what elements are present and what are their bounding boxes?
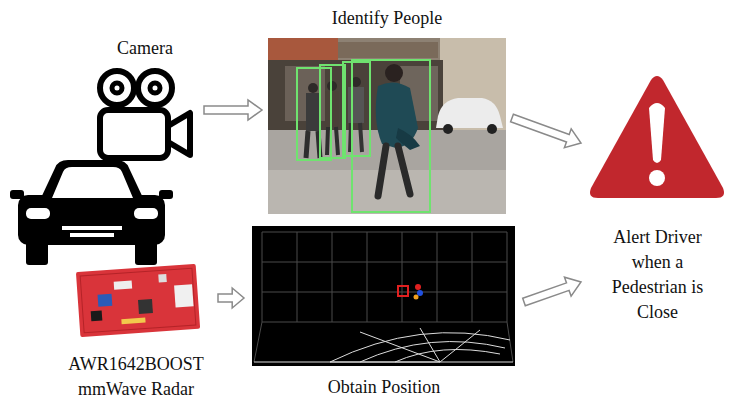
radar-plot xyxy=(252,226,515,366)
node-label: AWR1642BOOST mmWave Radar xyxy=(61,352,211,402)
flow-arrow xyxy=(218,288,244,308)
car-icon xyxy=(10,160,173,265)
street-photo xyxy=(268,38,506,214)
node-label: Obtain Position xyxy=(328,375,441,400)
radar-board xyxy=(76,264,200,337)
node-label: Identify People xyxy=(332,6,442,31)
camera-icon xyxy=(100,71,190,158)
camera-node: Camera xyxy=(90,36,200,166)
alert-node: Alert Driver when a Pedestrian is Close xyxy=(585,70,730,325)
warning-sign xyxy=(590,76,724,198)
plot-node: Obtain Position xyxy=(248,222,520,400)
node-label: Alert Driver when a Pedestrian is Close xyxy=(597,225,719,325)
flow-arrow xyxy=(511,114,581,147)
photo-node: Identify People xyxy=(266,6,508,216)
flow-arrow xyxy=(204,100,262,120)
radar-node: AWR1642BOOST mmWave Radar xyxy=(58,262,214,402)
flow-arrow xyxy=(523,277,581,306)
node-label: Camera xyxy=(117,36,173,61)
